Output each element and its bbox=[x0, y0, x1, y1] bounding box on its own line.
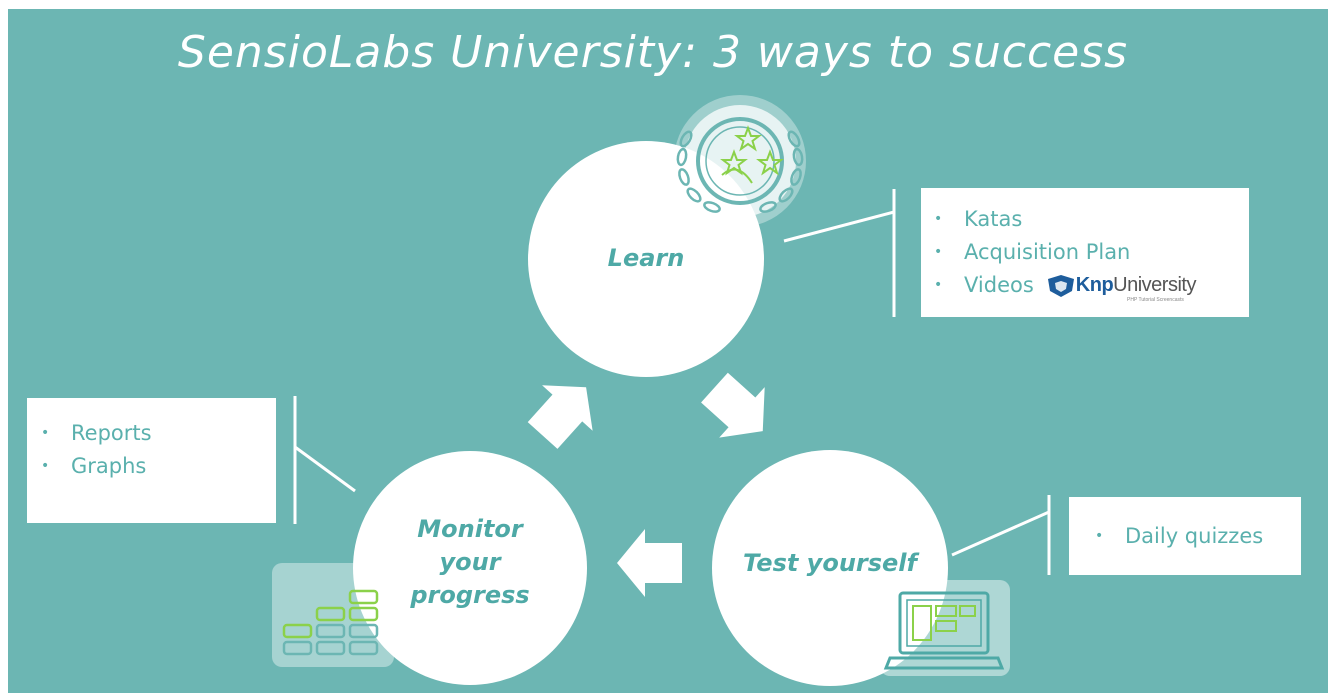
list-item: •Katas bbox=[934, 207, 1023, 231]
knp-shield-icon bbox=[1047, 274, 1074, 297]
list-item: •Acquisition Plan bbox=[934, 240, 1131, 264]
monitor-circle bbox=[353, 451, 587, 685]
laptop-icon bbox=[880, 580, 1010, 676]
learn-label: Learn bbox=[607, 244, 685, 272]
arrow-learn-to-test bbox=[701, 372, 765, 438]
monitor-progress-label: Monitor your progress bbox=[390, 513, 550, 612]
laurel-stars-icon bbox=[674, 95, 806, 227]
list-item: •Videos KnpUniversity bbox=[934, 269, 1249, 302]
list-item: •Reports bbox=[41, 421, 152, 445]
test-connector bbox=[951, 495, 1051, 575]
cycle-diagram bbox=[272, 95, 1051, 686]
monitor-line-3: progress bbox=[410, 581, 530, 609]
learn-connector bbox=[783, 189, 896, 317]
test-circle bbox=[712, 450, 948, 686]
slide-title: SensioLabs University: 3 ways to success bbox=[177, 27, 1129, 78]
list-item: •Graphs bbox=[41, 454, 147, 478]
monitor-connector bbox=[293, 396, 356, 524]
slide: SensioLabs University: 3 ways to success bbox=[8, 9, 1328, 693]
arrow-test-to-monitor bbox=[617, 529, 682, 597]
monitor-line-2: your bbox=[439, 548, 501, 576]
bar-chart-icon bbox=[272, 563, 394, 667]
test-yourself-label: Test yourself bbox=[743, 549, 917, 577]
monitor-details-box: •Reports •Graphs bbox=[27, 398, 276, 523]
monitor-line-1: Monitor bbox=[417, 515, 523, 543]
learn-details-box: •Katas •Acquisition Plan •Videos KnpUniv… bbox=[921, 188, 1249, 317]
knp-university-logo: KnpUniversity bbox=[1046, 269, 1196, 302]
knp-tagline: PHP Tutorial Screencasts bbox=[1127, 297, 1184, 303]
arrow-monitor-to-learn bbox=[527, 385, 593, 449]
list-item: •Daily quizzes bbox=[1095, 524, 1264, 548]
test-details-box: •Daily quizzes bbox=[1069, 497, 1301, 575]
